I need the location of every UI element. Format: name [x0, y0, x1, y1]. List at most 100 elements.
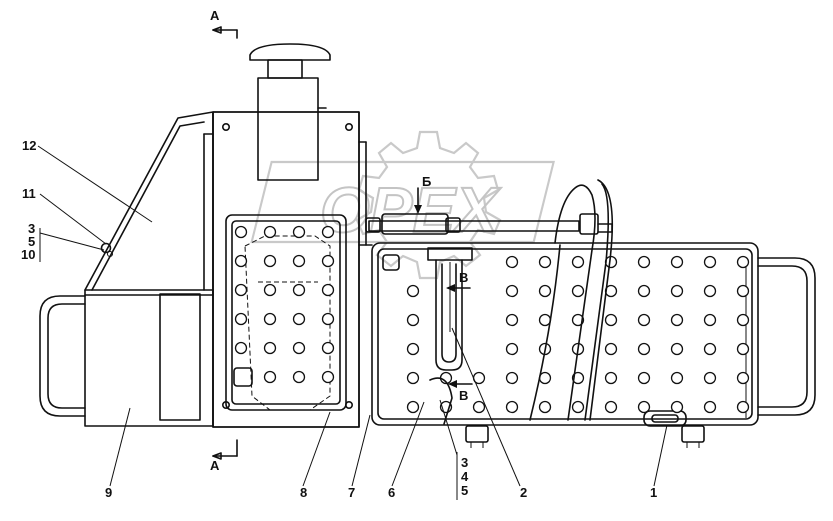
perforation-hole — [571, 255, 585, 269]
view-label-v-lower: В — [459, 388, 468, 403]
latch-1 — [643, 410, 687, 427]
sloped-cover — [84, 111, 214, 296]
perforation-hole — [538, 313, 552, 327]
perforation-hole — [637, 400, 651, 414]
perforation-hole — [736, 255, 750, 269]
filler-cap — [249, 43, 331, 61]
callout-stack-left-1: 3 — [28, 221, 35, 236]
callout-9: 9 — [105, 485, 112, 500]
callout-stack-left-3: 10 — [21, 247, 35, 262]
callout-stack-bottom-1: 3 — [461, 455, 468, 470]
perforation-hole — [637, 284, 651, 298]
perforation-hole — [505, 313, 519, 327]
left-panel — [203, 111, 373, 428]
labels: А А Б В В 12 11 3 5 10 9 8 7 6 3 4 5 2 1 — [21, 8, 657, 500]
perforation-hole — [571, 284, 585, 298]
clamp-bracket — [365, 213, 613, 235]
corner-plug — [382, 254, 400, 271]
perforation-hole — [736, 284, 750, 298]
perforation-hole — [406, 313, 420, 327]
gear-icon — [355, 130, 502, 280]
perforation-hole — [736, 342, 750, 356]
perforation-hole — [292, 341, 306, 355]
perforation-hole — [538, 400, 552, 414]
perforation-hole — [234, 312, 248, 326]
perforation-hole — [637, 255, 651, 269]
callout-2: 2 — [520, 485, 527, 500]
perforation-hole — [604, 313, 618, 327]
perforation-hole — [637, 371, 651, 385]
perforation-hole — [292, 225, 306, 239]
section-line-a — [212, 26, 238, 460]
perforation-hole — [505, 371, 519, 385]
callout-11: 11 — [22, 186, 36, 201]
perforation-hole — [292, 283, 306, 297]
callout-8: 8 — [300, 485, 307, 500]
perforation-hole — [670, 342, 684, 356]
perforation-hole — [321, 312, 335, 326]
perforation-hole — [571, 371, 585, 385]
perforation-hole — [703, 371, 717, 385]
perforation-hole — [703, 342, 717, 356]
perforation-hole — [292, 370, 306, 384]
view-label-v-upper: В — [459, 270, 468, 285]
perforation-hole — [637, 313, 651, 327]
perforation-hole — [703, 284, 717, 298]
left-hole-grid — [234, 225, 335, 384]
perforation-hole — [505, 400, 519, 414]
perforation-hole — [736, 313, 750, 327]
perforation-hole — [321, 225, 335, 239]
perforation-hole — [321, 341, 335, 355]
perforation-hole — [637, 342, 651, 356]
perforation-hole — [263, 254, 277, 268]
perforation-hole — [703, 400, 717, 414]
perforation-hole — [538, 255, 552, 269]
perforation-hole — [604, 342, 618, 356]
watermark-text: OPEX — [320, 174, 501, 246]
callout-stack-bottom-2: 4 — [461, 469, 469, 484]
perforation-hole — [703, 313, 717, 327]
section-label-a-bottom: А — [210, 458, 220, 473]
perforation-hole — [321, 370, 335, 384]
perforation-hole — [263, 370, 277, 384]
watermark-frame — [250, 160, 555, 244]
perforation-hole — [571, 313, 585, 327]
callout-stack-left-2: 5 — [28, 234, 35, 249]
perforation-hole — [604, 371, 618, 385]
perforation-hole — [571, 400, 585, 414]
perforation-hole — [670, 371, 684, 385]
perforation-hole — [292, 312, 306, 326]
perforation-hole — [472, 400, 486, 414]
perforation-hole — [406, 284, 420, 298]
perforation-hole — [263, 225, 277, 239]
perforation-hole — [736, 400, 750, 414]
perforation-hole — [234, 283, 248, 297]
perforation-hole — [604, 400, 618, 414]
perforation-hole — [234, 341, 248, 355]
filler-neck — [249, 43, 331, 181]
section-label-a-top: А — [210, 8, 220, 23]
view-arrows — [414, 187, 473, 388]
perforation-hole — [670, 284, 684, 298]
perforation-hole — [670, 313, 684, 327]
view-label-b: Б — [422, 174, 431, 189]
callout-7: 7 — [348, 485, 355, 500]
callout-stack-bottom-3: 5 — [461, 483, 468, 498]
perforation-hole — [406, 371, 420, 385]
perforation-hole — [505, 342, 519, 356]
perforation-hole — [670, 255, 684, 269]
perforation-hole — [321, 283, 335, 297]
perforation-hole — [736, 371, 750, 385]
leader-lines — [37, 145, 668, 500]
perforation-hole — [406, 400, 420, 414]
perforation-hole — [234, 225, 248, 239]
perforation-hole — [263, 341, 277, 355]
left-box — [39, 289, 214, 427]
hose — [529, 179, 614, 421]
perforation-hole — [234, 254, 248, 268]
perforation-hole — [670, 400, 684, 414]
perforation-hole — [263, 283, 277, 297]
perforation-hole — [538, 284, 552, 298]
perforation-hole — [263, 312, 277, 326]
